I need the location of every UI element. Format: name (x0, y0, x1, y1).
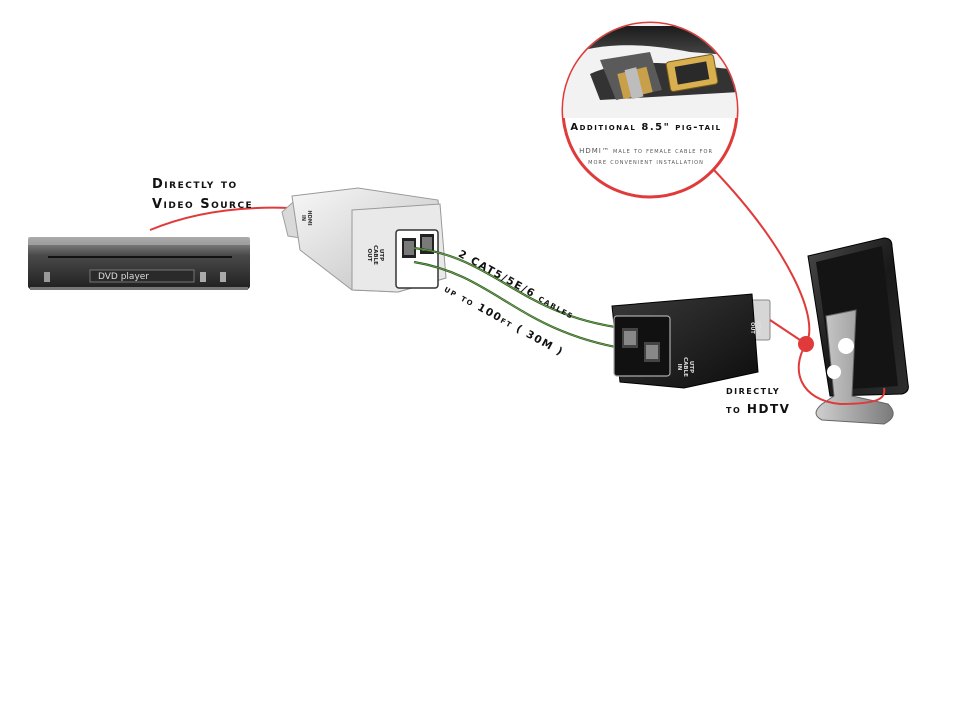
receiver-port-label: UTP CABLE IN (676, 357, 694, 377)
hdtv (807, 237, 909, 425)
source-label-line2: Video Source (152, 197, 254, 212)
pigtail-link-line (713, 169, 886, 406)
source-link-line (149, 206, 291, 231)
dvd-player-label: DVD player (98, 272, 150, 282)
pigtail-subtitle: HDMI™ male to female cable for more conv… (579, 147, 713, 166)
transmitter-unit (281, 187, 447, 293)
source-label-line1: Directly to (152, 177, 238, 192)
pigtail-title: Additional 8.5" pig-tail (570, 122, 722, 133)
tv-label-line1: directly (726, 383, 781, 397)
transmitter-hdmi-label: HDMI IN (300, 210, 312, 226)
tv-label-line2: to HDTV (726, 402, 791, 416)
transmitter-port-label: UTP CABLE OUT (366, 245, 384, 265)
receiver-unit (611, 293, 771, 389)
dvd-player (28, 237, 250, 290)
receiver-hdmi-label: HDMI OUT (749, 320, 761, 336)
pigtail-inset (561, 21, 739, 199)
connection-dot (798, 336, 814, 352)
